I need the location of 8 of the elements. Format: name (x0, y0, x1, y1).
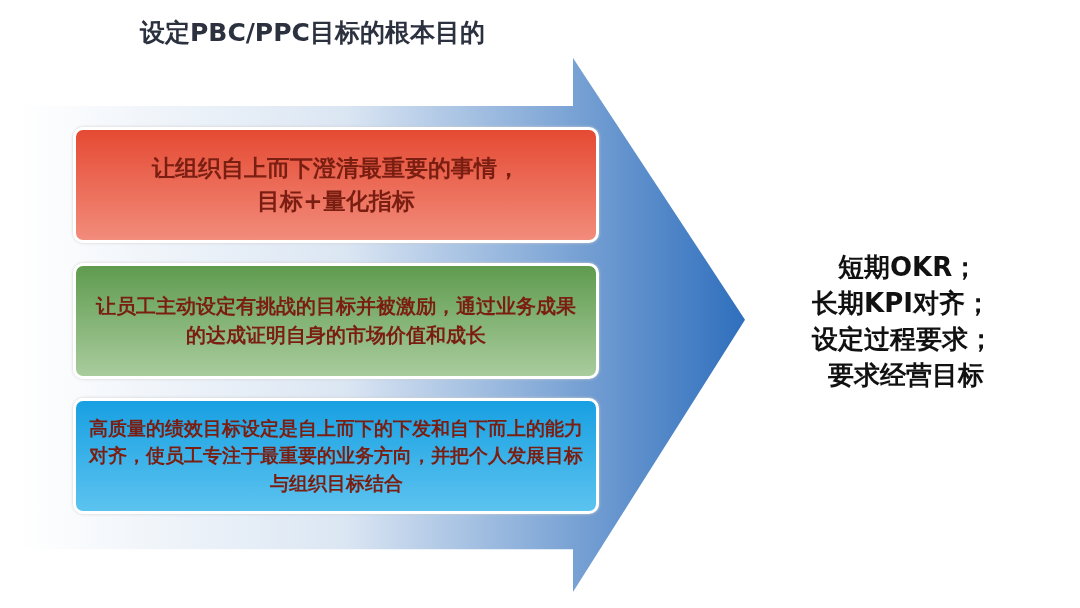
text-box: 高质量的绩效目标设定是自上而下的下发和自下而上的能力对齐，使员工专注于最重要的业务方向，并把个人发展目标与组织目标结合 (73, 398, 599, 514)
title: 设定PBC/PPC目标的根本目的 (140, 17, 485, 49)
text-box: 让员工主动设定有挑战的目标并被激励，通过业务成果的达成证明自身的市场价值和成长 (73, 263, 599, 379)
result-text: 设定过程要求； (812, 323, 994, 356)
text-box: 让组织自上而下澄清最重要的事情，目标+量化指标 (73, 127, 599, 243)
result-text: 长期KPI对齐； (812, 287, 991, 320)
result-text: 要求经营目标 (828, 359, 984, 392)
result-text: 短期OKR； (838, 251, 979, 284)
